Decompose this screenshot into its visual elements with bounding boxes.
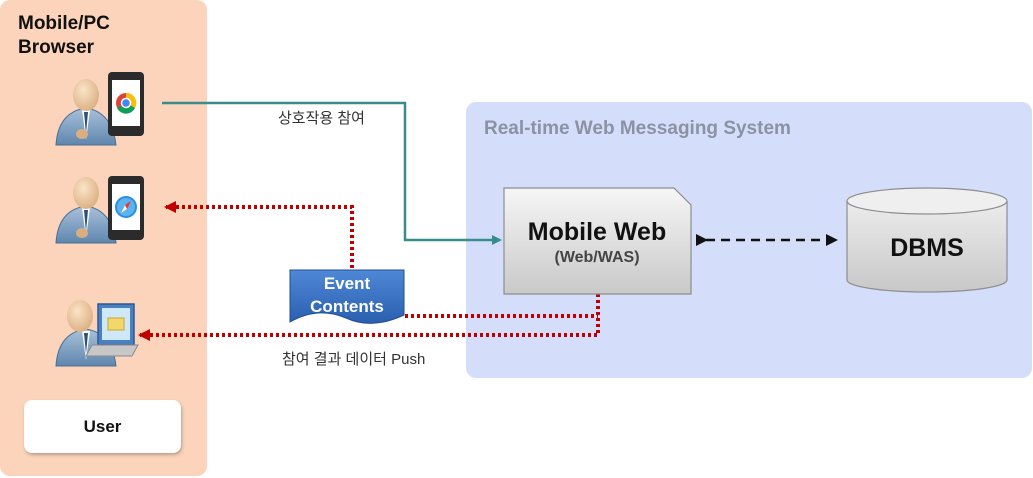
- push-connector: [138, 201, 600, 341]
- system-panel-title: Real-time Web Messaging System: [484, 118, 791, 139]
- user-safari-phone-icon: [55, 176, 144, 244]
- user-chrome-phone-icon: [55, 72, 144, 146]
- client-panel-title: Mobile/PC Browser: [18, 13, 110, 58]
- dbms-node: [846, 187, 1008, 293]
- event-contents-label: Event Contents: [310, 274, 384, 316]
- interaction-label: 상호작용 참여: [278, 110, 365, 127]
- mobile-web-title: Mobile Web: [527, 218, 667, 246]
- push-label: 참여 결과 데이터 Push: [282, 351, 426, 368]
- interaction-connector: [162, 101, 502, 245]
- dbms-label: DBMS: [890, 234, 964, 262]
- mobile-web-node: [503, 187, 692, 295]
- user-laptop-icon: [55, 300, 139, 367]
- event-contents-node: [289, 269, 405, 324]
- user-button[interactable]: User: [24, 400, 181, 453]
- mobile-web-subtitle: (Web/WAS): [554, 249, 640, 266]
